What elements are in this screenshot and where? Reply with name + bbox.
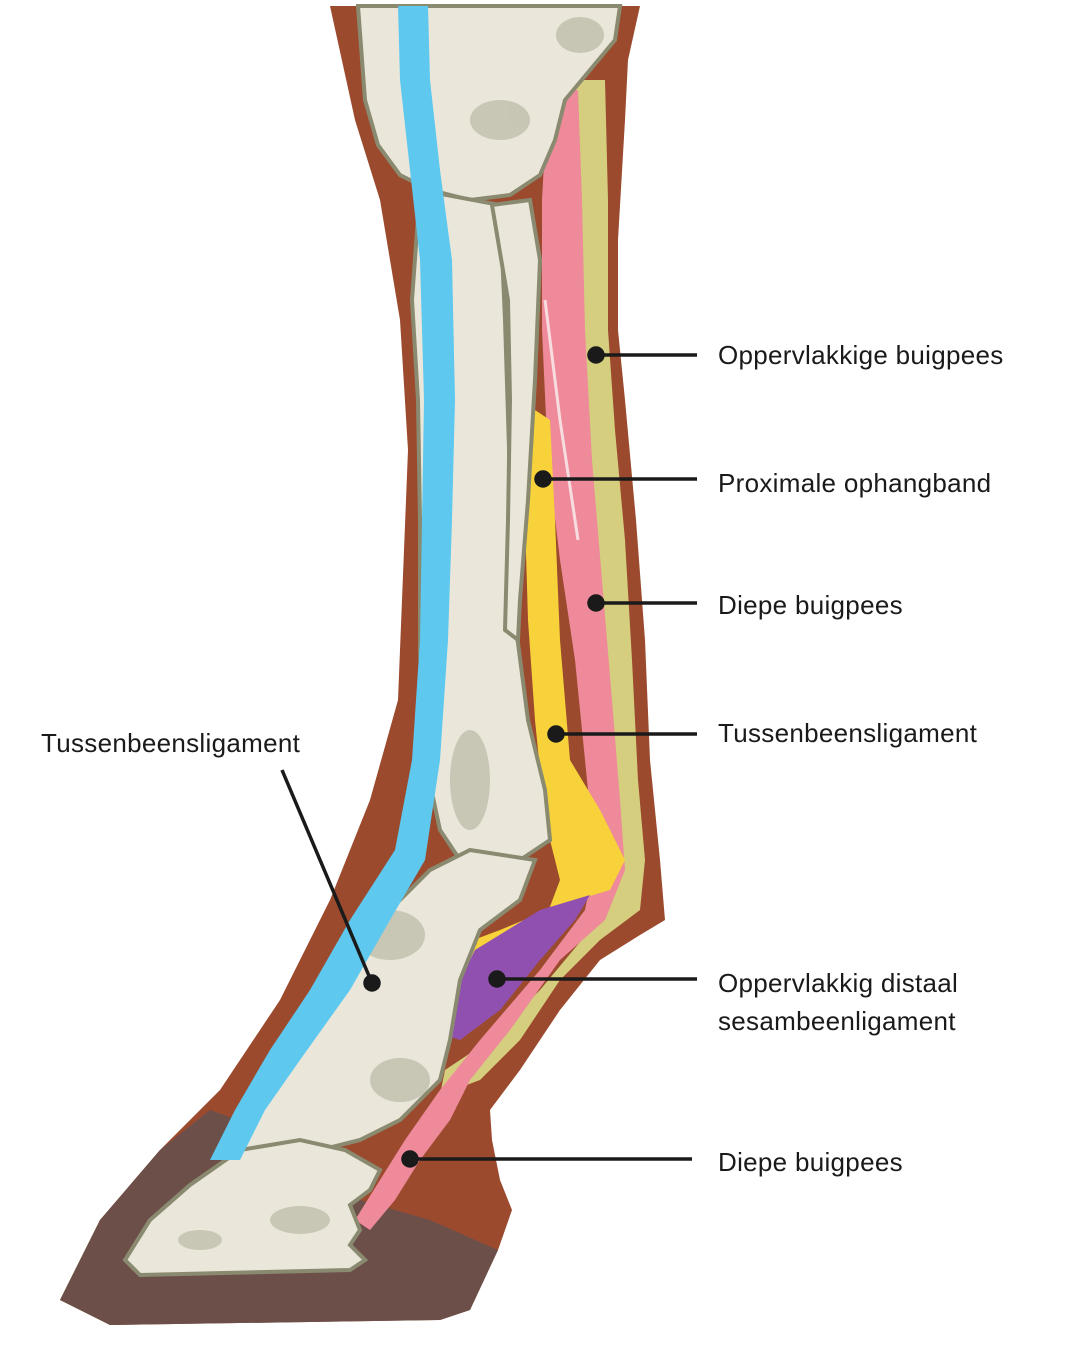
- label-text-line1: Oppervlakkig distaal: [718, 964, 958, 1002]
- label-oppervlakkige-buigpees: Oppervlakkige buigpees: [718, 336, 1004, 374]
- label-text: Diepe buigpees: [718, 586, 903, 624]
- label-tussenbeensligament-left: Tussenbeensligament: [41, 724, 300, 762]
- label-proximale-ophangband: Proximale ophangband: [718, 464, 991, 502]
- dot-proximale-ophangband: [536, 472, 550, 486]
- label-text: Proximale ophangband: [718, 464, 991, 502]
- label-tussenbeensligament-right: Tussenbeensligament: [718, 714, 977, 752]
- dot-tussenbeensligament-left: [365, 976, 379, 990]
- label-diepe-buigpees-top: Diepe buigpees: [718, 586, 903, 624]
- label-oppervlakkig-distaal-sesambeenligament: Oppervlakkig distaal sesambeenligament: [718, 964, 958, 1040]
- label-text: Diepe buigpees: [718, 1143, 903, 1181]
- label-text: Tussenbeensligament: [718, 714, 977, 752]
- dot-tussenbeensligament-right: [549, 727, 563, 741]
- dot-oppervlakkig-distaal: [490, 972, 504, 986]
- dot-oppervlakkige-buigpees: [589, 348, 603, 362]
- label-diepe-buigpees-bottom: Diepe buigpees: [718, 1143, 903, 1181]
- dot-diepe-buigpees-bottom: [403, 1152, 417, 1166]
- label-text: Tussenbeensligament: [41, 724, 300, 762]
- label-text-line2: sesambeenligament: [718, 1002, 958, 1040]
- dot-diepe-buigpees-top: [589, 596, 603, 610]
- label-text: Oppervlakkige buigpees: [718, 336, 1004, 374]
